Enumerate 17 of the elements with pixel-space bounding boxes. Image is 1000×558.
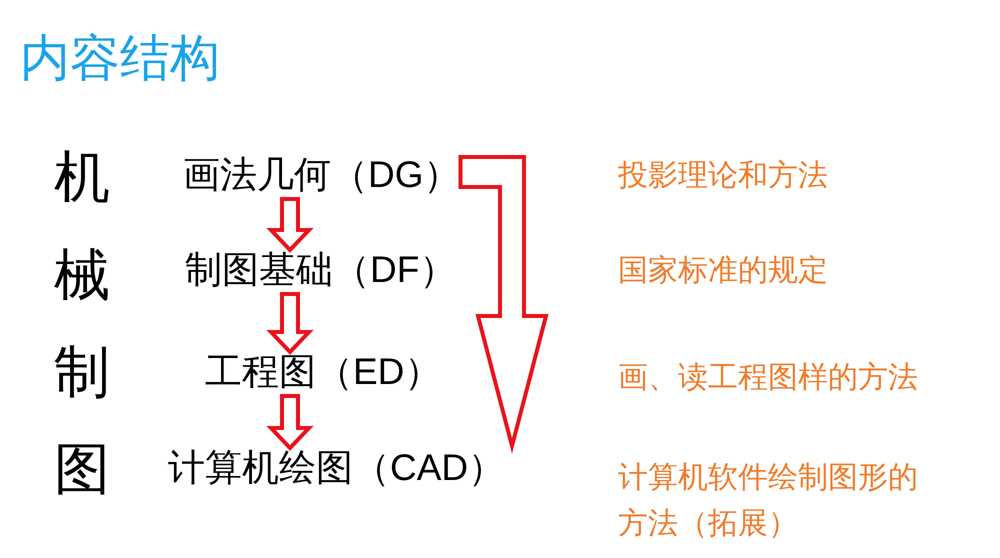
- side-character: 图: [54, 437, 110, 501]
- arrow: [458, 155, 549, 454]
- side-character: 械: [54, 243, 110, 307]
- description-text: 计算机软件绘制图形的方法（拓展）: [618, 460, 919, 542]
- arrow: [266, 197, 314, 253]
- arrow: [266, 292, 314, 355]
- side-character: 制: [54, 340, 110, 404]
- description-text: 画、读工程图样的方法: [618, 360, 919, 396]
- description-text: 国家标准的规定: [618, 253, 829, 289]
- side-character: 机: [54, 145, 110, 209]
- title: 内容结构: [20, 29, 220, 88]
- topic-text: 工程图（ED）: [205, 350, 442, 394]
- topic-text: 制图基础（DF）: [185, 248, 456, 292]
- topic-text: 画法几何（DG）: [183, 153, 460, 197]
- topic-text: 计算机绘图（CAD）: [168, 446, 506, 490]
- description-text: 投影理论和方法: [618, 158, 829, 194]
- arrow: [266, 394, 314, 451]
